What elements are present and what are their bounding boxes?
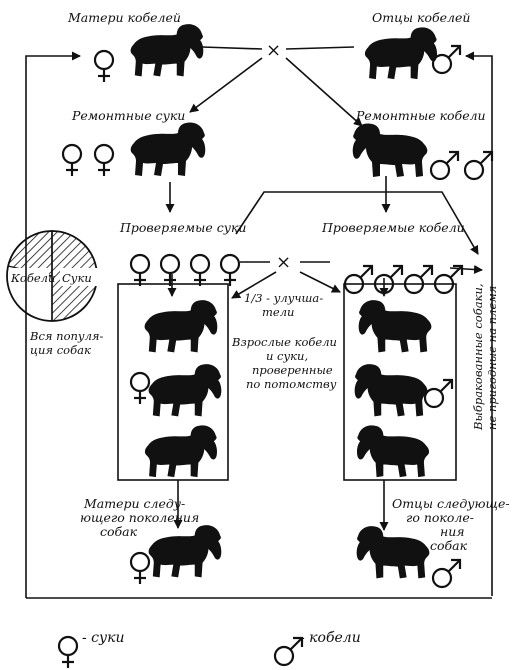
tested-males-box (343, 283, 457, 481)
dog-silhouette-icon (130, 24, 204, 77)
pie-females-label: Суки (62, 271, 92, 285)
pie-males-label: Кобели (10, 271, 55, 285)
male-symbol-icon (423, 378, 454, 409)
female-symbol-icon (159, 253, 181, 288)
next-mothers-label-line3: собак (100, 524, 138, 539)
female-symbol-icon (129, 371, 151, 406)
improvers-label-line2: тели (262, 305, 294, 319)
dog-silhouette-icon (148, 364, 222, 417)
male-symbol-icon (373, 264, 404, 295)
fathers-label: Отцы кобелей (372, 10, 470, 25)
legend-male-symbol-icon (273, 636, 304, 667)
female-symbol-icon (129, 551, 151, 586)
next-fathers-label-line1: Отцы следующе- (392, 496, 510, 511)
female-symbol-icon (219, 253, 241, 288)
male-symbol-icon (433, 264, 464, 295)
male-symbol-icon (431, 44, 462, 75)
female-symbol-icon (129, 253, 151, 288)
dog-silhouette-icon (364, 27, 438, 80)
repair-females-label: Ремонтные суки (71, 108, 185, 123)
adults-label-line4: по потомству (246, 377, 337, 391)
tested-females-label: Проверяемые суки (119, 220, 246, 235)
tested-males-label: Проверяемые кобели (321, 220, 465, 235)
dog-silhouette-icon (130, 122, 206, 176)
dog-silhouette-icon (352, 123, 428, 177)
tested-females-box (117, 283, 229, 481)
population-label-line2: ция собак (30, 343, 91, 357)
male-symbol-icon (463, 150, 494, 181)
adults-label-line1: Взрослые кобели (231, 335, 337, 349)
dog-silhouette-icon (358, 300, 432, 353)
dog-silhouette-icon (356, 526, 430, 579)
population-label-line1: Вся популя- (29, 329, 104, 343)
next-mothers-label-line1: Матери следу- (83, 496, 185, 511)
improvers-label-line1: 1/3 - улучша- (244, 291, 323, 305)
female-symbol-icon (93, 143, 115, 178)
legend-female-symbol-icon (57, 635, 79, 670)
dog-silhouette-icon (144, 425, 218, 478)
next-mothers-label-line2: ющего поколения (80, 510, 199, 525)
female-symbol-icon (61, 143, 83, 178)
next-fathers-label-line2: го поколе- (406, 510, 474, 525)
adults-label-line2: и суки, (266, 349, 308, 363)
repair-males-label: Ремонтные кобели (355, 108, 486, 123)
female-symbol-icon (93, 49, 115, 84)
cross-symbol: × (276, 252, 291, 273)
male-symbol-icon (403, 264, 434, 295)
population-pie-chart: Кобели Суки (6, 230, 98, 322)
dog-silhouette-icon (354, 364, 428, 417)
cross-symbol: × (266, 40, 281, 61)
adults-label-line3: проверенные (252, 363, 333, 377)
dog-silhouette-icon (356, 425, 430, 478)
male-symbol-icon (429, 150, 460, 181)
female-symbol-icon (189, 253, 211, 288)
next-fathers-label-line3: ния (440, 524, 465, 539)
next-fathers-label-line4: собак (430, 538, 468, 553)
male-symbol-icon (343, 264, 374, 295)
mothers-label: Матери кобелей (67, 10, 181, 25)
legend-male-label: - кобели (300, 630, 361, 646)
male-symbol-icon (431, 558, 462, 589)
dog-silhouette-icon (148, 525, 222, 578)
dog-silhouette-icon (144, 300, 218, 353)
culled-label-line1: Выбракованные собаки, (471, 283, 485, 431)
legend-female-label: - суки (82, 630, 125, 646)
